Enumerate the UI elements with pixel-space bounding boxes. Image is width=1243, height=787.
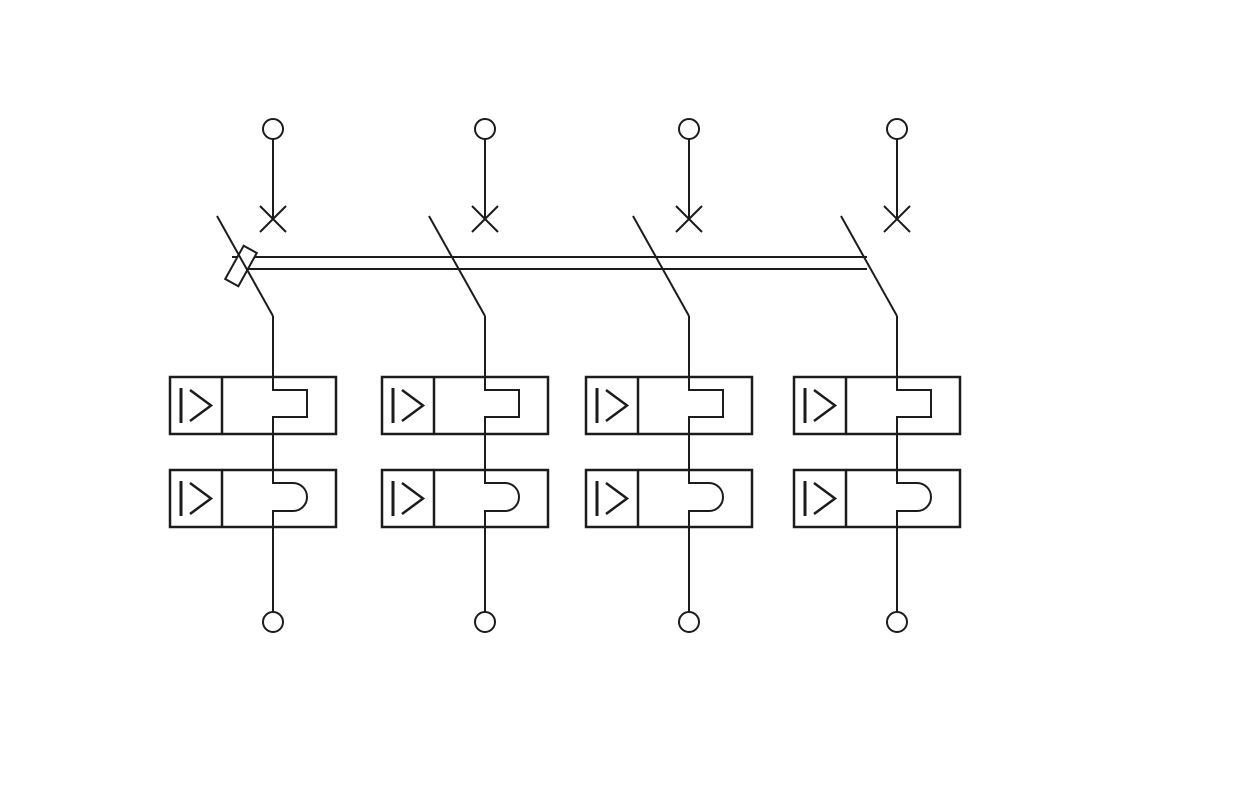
trip-unit-row-2	[380, 468, 550, 529]
overcurrent-label	[803, 481, 838, 516]
pole-conductor	[272, 316, 308, 612]
bottom-terminal	[678, 611, 700, 633]
overcurrent-label	[595, 481, 630, 516]
trip-unit-row-1	[380, 375, 550, 436]
trip-unit-row-1	[584, 375, 754, 436]
trip-unit-frame	[792, 375, 962, 436]
trip-unit-row-1	[792, 375, 962, 436]
bottom-terminal	[262, 611, 284, 633]
breaker-blade	[428, 215, 486, 317]
trip-unit-row-2	[792, 468, 962, 529]
pole-conductor	[484, 316, 520, 612]
trip-unit-frame	[792, 468, 962, 529]
label-gt-chevron	[401, 481, 426, 516]
pole-2	[380, 118, 550, 633]
trip-unit-frame	[380, 468, 550, 529]
overcurrent-label	[391, 481, 426, 516]
pole-4	[792, 118, 962, 633]
cross-stroke-b	[471, 205, 499, 233]
breaker-blade	[840, 215, 898, 317]
contact-cross-icon	[471, 205, 499, 233]
trip-unit-frame	[168, 468, 338, 529]
overcurrent-label	[595, 388, 630, 423]
overcurrent-label	[179, 481, 214, 516]
label-gt-chevron	[189, 388, 214, 423]
coupling-bar	[232, 256, 867, 270]
cross-stroke-b	[883, 205, 911, 233]
breaker-blade	[216, 215, 274, 317]
pole-3	[584, 118, 754, 633]
bottom-terminal	[886, 611, 908, 633]
overcurrent-label	[803, 388, 838, 423]
cross-stroke-b	[259, 205, 287, 233]
label-gt-chevron	[813, 388, 838, 423]
trip-unit-frame	[168, 375, 338, 436]
label-gt-chevron	[189, 481, 214, 516]
trip-unit-frame	[584, 468, 754, 529]
label-gt-chevron	[401, 388, 426, 423]
overcurrent-label	[179, 388, 214, 423]
overcurrent-label	[391, 388, 426, 423]
trip-unit-frame	[380, 375, 550, 436]
cross-stroke-b	[675, 205, 703, 233]
pole-conductor	[896, 316, 932, 612]
contact-cross-icon	[883, 205, 911, 233]
trip-unit-frame	[584, 375, 754, 436]
contact-cross-icon	[675, 205, 703, 233]
breaker-blade	[632, 215, 690, 317]
trip-unit-row-2	[168, 468, 338, 529]
pole-1	[168, 118, 338, 633]
contact-cross-icon	[259, 205, 287, 233]
label-gt-chevron	[813, 481, 838, 516]
label-gt-chevron	[605, 481, 630, 516]
label-gt-chevron	[605, 388, 630, 423]
pole-conductor	[688, 316, 724, 612]
trip-unit-row-1	[168, 375, 338, 436]
trip-unit-row-2	[584, 468, 754, 529]
bottom-terminal	[474, 611, 496, 633]
